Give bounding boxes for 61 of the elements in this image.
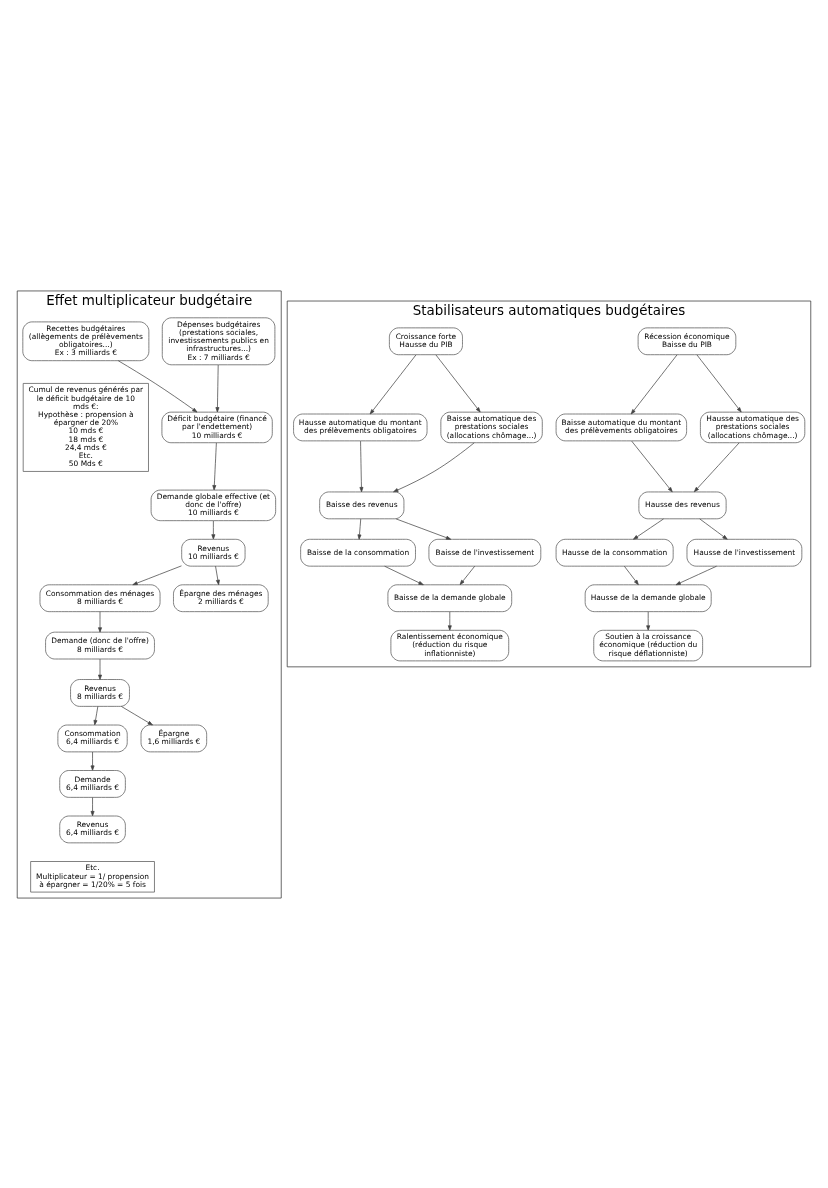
arrow bbox=[90, 796, 95, 816]
node-box: Demande 6,4 milliards € bbox=[59, 769, 126, 798]
arrow bbox=[211, 520, 216, 539]
arrow bbox=[215, 364, 220, 412]
arrow bbox=[633, 518, 664, 540]
node-box: Cumul de revenus générés par le déficit budgétaire de 10 mds €: Hypothèse : propension à épargner de 20% 10 mds € 18 mds € 24,4 mds € Etc. 50 Mds € bbox=[22, 382, 149, 472]
arrow bbox=[357, 518, 362, 540]
arrow bbox=[384, 565, 424, 585]
arrow bbox=[369, 354, 417, 414]
arrow bbox=[459, 565, 476, 585]
node-box: Revenus 6,4 milliards € bbox=[59, 815, 126, 843]
arrow bbox=[630, 354, 678, 414]
arrow bbox=[646, 610, 651, 631]
node-box: Baisse automatique du montant des prélèvements obligatoires bbox=[555, 413, 687, 441]
node-box: Baisse des revenus bbox=[319, 491, 405, 519]
node-box: Hausse de la demande globale bbox=[584, 583, 712, 612]
node-box: Etc. Multiplicateur = 1/ propension à épargner = 1/20% = 5 fois bbox=[30, 860, 155, 892]
arrow bbox=[117, 359, 198, 412]
node-box: Dépenses budgétaires (prestations sociales, investissements publics en infrastructures...) Ex : 7 milliards € bbox=[161, 316, 276, 365]
node-box: Déficit budgétaire (financé par l'endettement) 10 milliards € bbox=[161, 411, 273, 443]
arrow bbox=[132, 564, 182, 585]
node-box: Revenus 8 milliards € bbox=[70, 678, 130, 707]
node-box: Épargne 1,6 milliards € bbox=[140, 724, 208, 752]
arrow bbox=[395, 518, 452, 540]
node-box: Hausse des revenus bbox=[638, 491, 727, 519]
node-box: Baisse de la consommation bbox=[300, 538, 416, 567]
node-box: Hausse de l'investissement bbox=[686, 538, 803, 567]
node-box: Demande (donc de l'offre) 8 milliards € bbox=[45, 631, 155, 659]
node-box: Croissance forte Hausse du PIB bbox=[389, 327, 463, 355]
node-box: Consommation des ménages 8 milliards € bbox=[39, 583, 161, 612]
node-box: Hausse de la consommation bbox=[555, 538, 674, 567]
arrow bbox=[98, 610, 102, 632]
node-box: Revenus 10 milliards € bbox=[181, 538, 246, 567]
arrow bbox=[98, 658, 102, 680]
arrow bbox=[675, 565, 717, 585]
node-box: Baisse automatique des prestations sociales (allocations chômage...) bbox=[440, 411, 543, 443]
arrow bbox=[631, 440, 673, 492]
node-box: Hausse automatique du montant des prélèvements obligatoires bbox=[293, 413, 428, 441]
arrow bbox=[121, 705, 153, 725]
arrow bbox=[393, 442, 475, 492]
node-box: Ralentissement économique (réduction du risque inflationniste) bbox=[390, 629, 510, 661]
arrow bbox=[212, 442, 217, 490]
node-box: Baisse de la demande globale bbox=[387, 583, 513, 612]
arrow bbox=[447, 610, 452, 631]
node-box: Recettes budgétaires (allègements de prélèvements obligatoires...) Ex : 3 milliards € bbox=[22, 321, 150, 361]
arrow bbox=[696, 354, 742, 412]
arrow bbox=[90, 751, 95, 771]
node-box: Hausse automatique des prestations sociales (allocations chômage...) bbox=[700, 411, 806, 443]
arrow bbox=[93, 705, 99, 725]
node-box: Baisse de l'investissement bbox=[428, 538, 542, 567]
node-box: Épargne des ménages 2 milliards € bbox=[173, 583, 269, 612]
arrow bbox=[699, 518, 728, 540]
arrow bbox=[359, 440, 364, 492]
node-box: Récession économique Baisse du PIB bbox=[637, 327, 737, 355]
arrow bbox=[623, 565, 639, 585]
arrow bbox=[693, 442, 740, 492]
node-box: Demande globale effective (et donc de l'offre) 10 milliards € bbox=[150, 489, 277, 521]
node-box: Soutien à la croissance économique (réduction du risque déflationniste) bbox=[593, 629, 703, 661]
arrow bbox=[435, 354, 481, 412]
node-box: Consommation 6,4 milliards € bbox=[57, 724, 128, 752]
arrow bbox=[215, 565, 220, 585]
